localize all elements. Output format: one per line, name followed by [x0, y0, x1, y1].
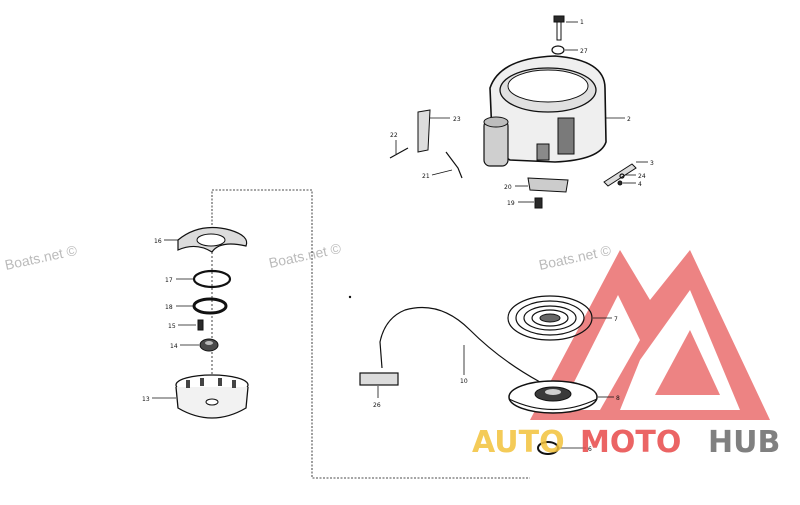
brand-text-hub: HUB [708, 425, 780, 460]
callout-18: 18 [165, 304, 173, 311]
brand-logo-mark [530, 250, 770, 420]
callout-10: 10 [460, 378, 468, 385]
callout-27: 27 [580, 48, 588, 55]
brand-text-moto: MOTO [580, 425, 681, 460]
reference-dot [348, 295, 352, 299]
part-bolt-1 [553, 15, 578, 41]
part-spring-7 [507, 295, 612, 341]
part-spring-24 [619, 173, 636, 179]
part-nut-14 [180, 338, 219, 352]
part-pawl-plate-16 [164, 227, 248, 253]
part-washer-27 [551, 45, 578, 55]
part-rope-10 [379, 306, 541, 383]
callout-22: 22 [390, 132, 398, 139]
part-pin-22 [389, 140, 409, 159]
watermark-text: Boats.net © [3, 242, 79, 273]
watermark-text: Boats.net © [537, 242, 613, 273]
callout-1: 1 [580, 19, 584, 26]
callout-4: 4 [638, 181, 642, 188]
callout-13: 13 [142, 396, 150, 403]
callout-2: 2 [627, 116, 631, 123]
callout-8: 8 [616, 395, 620, 402]
part-nut-4 [617, 180, 636, 186]
callout-21: 21 [422, 173, 430, 180]
callout-3: 3 [650, 160, 654, 167]
part-link-21 [431, 151, 463, 179]
callout-7: 7 [614, 316, 618, 323]
callout-15: 15 [168, 323, 176, 330]
callout-19: 19 [507, 200, 515, 207]
callout-24: 24 [638, 173, 646, 180]
part-plate-20 [515, 177, 569, 193]
callout-14: 14 [170, 343, 178, 350]
callout-23: 23 [453, 116, 461, 123]
brand-wordmark: AUTO MOTO HUB [472, 425, 780, 460]
part-screw-19 [518, 197, 543, 209]
part-washer-6 [537, 441, 586, 455]
callout-6: 6 [588, 446, 592, 453]
brand-text-auto: AUTO [472, 425, 565, 460]
callout-17: 17 [165, 277, 173, 284]
watermark-text: Boats.net © [267, 240, 343, 271]
callout-16: 16 [154, 238, 162, 245]
part-cup-13 [152, 374, 249, 419]
part-bracket-23 [417, 109, 450, 153]
part-ring-17 [176, 269, 232, 289]
part-starter-housing-2 [483, 55, 625, 167]
part-pulley-8 [508, 380, 614, 414]
callout-20: 20 [504, 184, 512, 191]
part-screw-15 [178, 319, 204, 331]
callout-26: 26 [373, 402, 381, 409]
part-ring-18 [176, 297, 228, 315]
part-handle-26 [359, 372, 399, 398]
